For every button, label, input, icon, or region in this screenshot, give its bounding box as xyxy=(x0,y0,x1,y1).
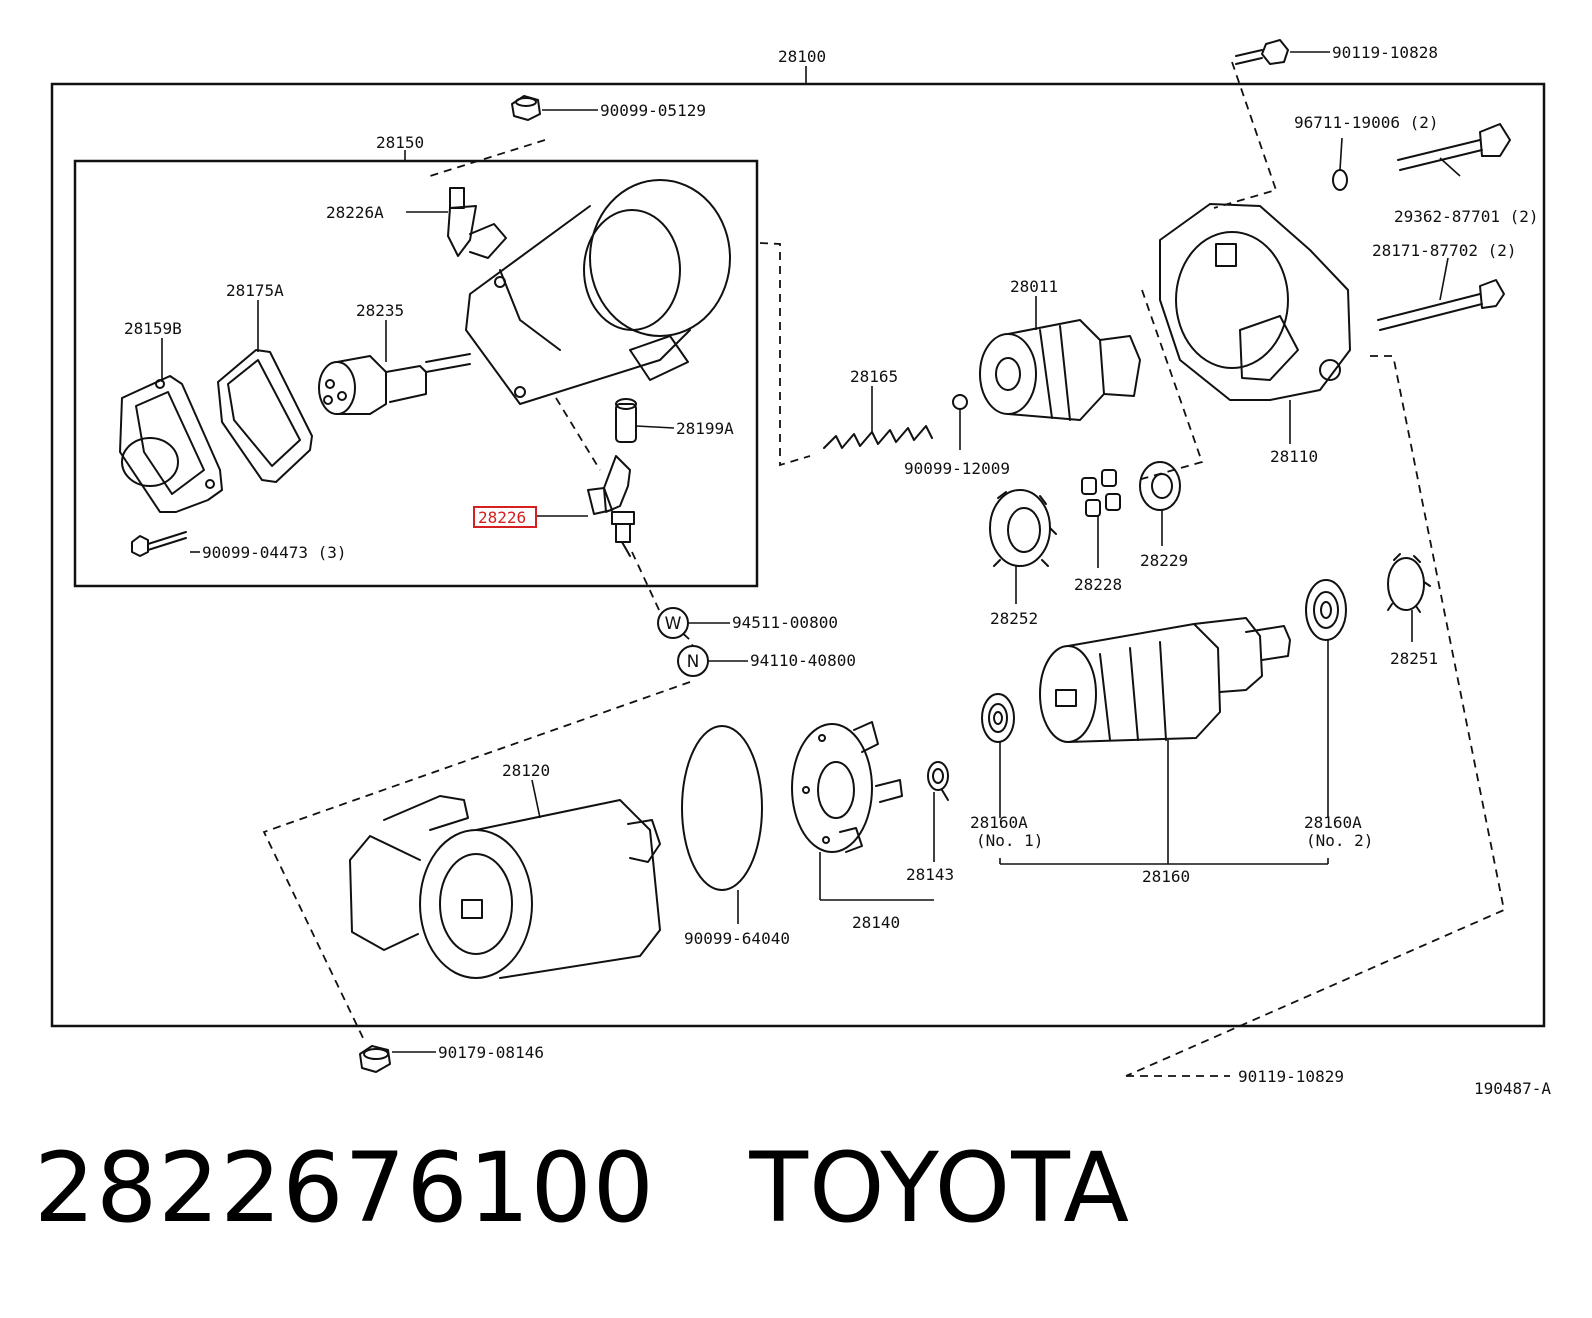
highlight-box-28226 xyxy=(473,506,537,528)
leader-lines xyxy=(161,51,1461,1053)
nut-90099-05129 xyxy=(511,95,541,121)
label-28160: 28160 xyxy=(1142,867,1190,886)
assembly-frame xyxy=(50,82,1546,1028)
label-28160a-no1-note: (No. 1) xyxy=(976,831,1043,850)
terminal-a-28226a xyxy=(447,187,507,259)
label-28199a: 28199A xyxy=(676,419,734,438)
label-96711-19006: 96711-19006 (2) xyxy=(1294,113,1439,132)
washer-marker: W xyxy=(657,607,689,639)
label-28175a: 28175A xyxy=(226,281,284,300)
brush-spring-28143 xyxy=(927,761,949,801)
label-28228: 28228 xyxy=(1074,575,1122,594)
label-28226: 28226 xyxy=(478,508,526,527)
ball-90099-12009 xyxy=(952,394,968,410)
label-28100: 28100 xyxy=(778,47,826,66)
bolt-28171-87702 xyxy=(1377,279,1505,331)
caption-brand: TOYOTA xyxy=(749,1132,1131,1244)
rollers-28228 xyxy=(1081,469,1121,517)
gasket-28175a xyxy=(217,349,313,483)
label-29362-87701: 29362-87701 (2) xyxy=(1394,207,1539,226)
bearing-28160a-no1 xyxy=(981,693,1015,743)
switch-housing-28150 xyxy=(465,179,731,405)
nut-marker-letter: N xyxy=(687,652,700,672)
label-94511-00800: 94511-00800 xyxy=(732,613,838,632)
label-28235: 28235 xyxy=(356,301,404,320)
contact-terminal-28226 xyxy=(587,455,635,557)
label-28251: 28251 xyxy=(1390,649,1438,668)
label-94110-40800: 94110-40800 xyxy=(750,651,856,670)
magnetic-switch-frame xyxy=(73,159,759,588)
label-28229: 28229 xyxy=(1140,551,1188,570)
nut-90179-08146 xyxy=(359,1045,391,1073)
label-28252: 28252 xyxy=(990,609,1038,628)
diagram-code: 190487-A xyxy=(1474,1079,1551,1098)
through-bolt-29362-87701 xyxy=(1397,123,1511,171)
guide-yoke-box xyxy=(262,681,691,1041)
label-90099-05129: 90099-05129 xyxy=(600,101,706,120)
label-28165: 28165 xyxy=(850,367,898,386)
label-90099-04473: 90099-04473 (3) xyxy=(202,543,347,562)
housing-28110 xyxy=(1159,203,1351,401)
bolt-90119-10828 xyxy=(1235,39,1289,65)
label-28140: 28140 xyxy=(852,913,900,932)
washer-marker-letter: W xyxy=(665,614,682,634)
clutch-28011 xyxy=(979,319,1141,421)
label-28160a-no2-note: (No. 2) xyxy=(1306,831,1373,850)
label-90099-12009: 90099-12009 xyxy=(904,459,1010,478)
label-28159b: 28159B xyxy=(124,319,182,338)
label-28150: 28150 xyxy=(376,133,424,152)
label-90119-10828: 90119-10828 xyxy=(1332,43,1438,62)
nut-marker: N xyxy=(677,645,709,677)
o-ring-96711-19006 xyxy=(1332,169,1348,191)
label-28226a: 28226A xyxy=(326,203,384,222)
label-28160a-no2: 28160A xyxy=(1304,813,1362,832)
label-90099-64040: 90099-64040 xyxy=(684,929,790,948)
guide-terminal-chain xyxy=(555,397,601,471)
plunger-28235 xyxy=(318,353,471,415)
guide-nut-top xyxy=(429,139,546,177)
cover-28159b xyxy=(119,375,223,513)
label-90119-10829: 90119-10829 xyxy=(1238,1067,1344,1086)
brush-holder-28140 xyxy=(791,721,903,853)
label-28011: 28011 xyxy=(1010,277,1058,296)
yoke-28120 xyxy=(349,795,661,979)
seal-ring-90099-64040 xyxy=(681,725,763,891)
label-28160a-no1: 28160A xyxy=(970,813,1028,832)
retainer-28229 xyxy=(1139,461,1181,511)
label-28171-87702: 28171-87702 (2) xyxy=(1372,241,1517,260)
bearing-28160a-no2 xyxy=(1305,579,1347,641)
screw-90099-04473 xyxy=(131,531,187,557)
label-28120: 28120 xyxy=(502,761,550,780)
label-90179-08146: 90179-08146 xyxy=(438,1043,544,1062)
guide-right-side xyxy=(1125,355,1506,1077)
label-28143: 28143 xyxy=(906,865,954,884)
guide-clutch-box xyxy=(759,242,811,467)
part-caption: 2822676100 TOYOTA xyxy=(34,1140,1130,1236)
armature-28160 xyxy=(1039,617,1291,743)
label-28110: 28110 xyxy=(1270,447,1318,466)
caption-part-number: 2822676100 xyxy=(34,1132,655,1244)
pinion-gear-28251 xyxy=(1387,553,1431,613)
spring-28165 xyxy=(823,425,933,449)
guide-bolt-top-right xyxy=(1213,61,1278,209)
terminal-kit-28199a xyxy=(615,398,637,443)
idler-gear-28252 xyxy=(989,489,1057,567)
guide-housing-box xyxy=(1137,289,1204,481)
